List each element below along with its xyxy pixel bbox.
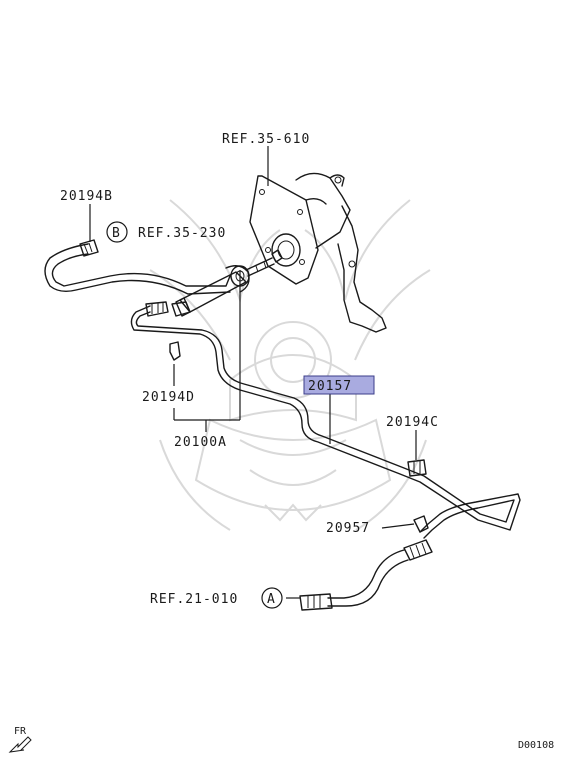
watermark-emblem (149, 199, 431, 531)
part-20100A-label[interactable]: 20100A (174, 435, 227, 450)
reservoir-hose (44, 239, 231, 295)
ref-35-610-label[interactable]: REF.35-610 (222, 132, 310, 147)
callout-b-label: B (112, 226, 121, 241)
leader-lines (89, 146, 417, 599)
clip-20194C (407, 459, 427, 477)
clip-20194D (169, 341, 181, 361)
callout-b-circle (106, 221, 128, 243)
ref-35-230-label[interactable]: REF.35-230 (138, 226, 226, 241)
callout-a-label: A (267, 592, 276, 607)
clutch-pedal-bracket (249, 172, 387, 333)
fr-arrow-icon (8, 736, 32, 753)
part-20194D-label[interactable]: 20194D (142, 390, 195, 405)
part-20194B-label[interactable]: 20194B (60, 189, 113, 204)
clip-20957 (413, 515, 429, 533)
master-cylinder (175, 249, 283, 317)
ref-21-010-label[interactable]: REF.21-010 (150, 592, 238, 607)
lower-hose (299, 539, 433, 611)
callout-a-circle (261, 587, 283, 609)
diagram-code: D00108 (518, 740, 554, 751)
part-20957-label[interactable]: 20957 (326, 521, 370, 536)
fr-direction-indicator: FR (8, 726, 32, 753)
part-20157-label[interactable]: 20157 (308, 379, 352, 394)
clutch-pipe (130, 301, 521, 539)
part-20194C-label[interactable]: 20194C (386, 415, 439, 430)
part-20157-highlight (303, 375, 375, 395)
direction-label: FR (14, 726, 27, 737)
